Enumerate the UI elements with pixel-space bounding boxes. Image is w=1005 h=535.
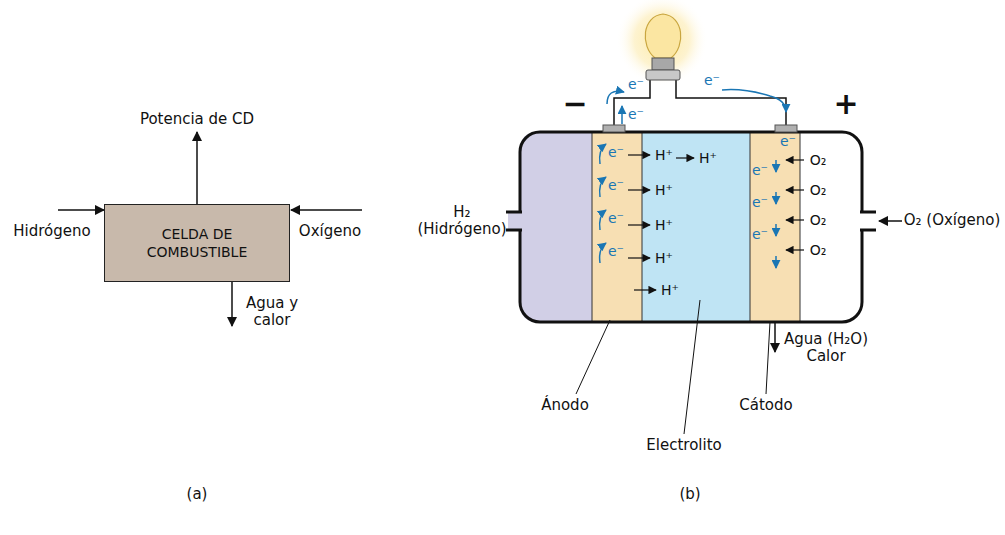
part-label: Oxígeno [299, 223, 361, 240]
electron-arrow [775, 192, 777, 204]
particle-label: e⁻ [608, 177, 624, 193]
fuel-cell-body [506, 125, 876, 322]
light-bulb [645, 14, 681, 80]
part-label: Agua (H₂O) Calor [778, 331, 874, 366]
oxygen-arrow [786, 219, 804, 220]
particle-label: O₂ [810, 212, 827, 228]
part-label: (a) [187, 486, 208, 503]
particle-label: H⁺ [699, 150, 717, 166]
particle-label: H⁺ [655, 147, 673, 163]
part-label: (b) [679, 486, 700, 503]
particle-label: O₂ [810, 242, 827, 258]
electron-flow-arrows [607, 90, 786, 124]
part-label: Potencia de CD [140, 111, 254, 128]
part-label: Ánodo [541, 397, 589, 414]
particle-label: e⁻ [780, 133, 796, 149]
particle-label: O₂ [810, 182, 827, 198]
proton-arrow [628, 257, 650, 258]
oxygen-arrow [786, 249, 804, 250]
electron-arrow [775, 224, 777, 236]
process-box: CELDA DE COMBUSTIBLE [104, 204, 290, 282]
part-label: + [833, 87, 858, 122]
particle-label: e⁻ [608, 210, 624, 226]
block-arrows [58, 132, 362, 326]
particle-label: e⁻ [608, 243, 624, 259]
electron-arrow [600, 243, 606, 263]
part-label: Electrolito [646, 437, 721, 454]
electron-arrow [775, 160, 777, 172]
particle-label: e⁻ [752, 162, 768, 178]
box-label: CELDA DE COMBUSTIBLE [122, 225, 272, 261]
particle-label: e⁻ [752, 226, 768, 242]
part-label: Agua y calor [239, 295, 305, 330]
particle-label: H⁺ [655, 217, 673, 233]
electron-arrow [775, 256, 777, 268]
bulb-glow [616, 0, 708, 86]
particle-label: e⁻ [628, 76, 644, 92]
particle-label: H⁺ [655, 250, 673, 266]
particle-label: H⁺ [655, 182, 673, 198]
oxygen-arrow [786, 159, 804, 160]
part-label: Cátodo [739, 397, 792, 414]
particle-label: e⁻ [752, 194, 768, 210]
electron-arrow [600, 177, 606, 197]
particle-label: e⁻ [608, 144, 624, 160]
part-label: Hidrógeno [13, 223, 90, 240]
proton-arrow [676, 157, 694, 158]
particle-label: e⁻ [628, 106, 644, 122]
proton-arrow [628, 154, 650, 155]
proton-arrow [628, 224, 650, 225]
proton-arrow [634, 289, 656, 290]
particle-label: H⁺ [661, 282, 679, 298]
part-label: − [562, 87, 587, 122]
particle-label: e⁻ [704, 72, 720, 88]
electron-arrow [600, 210, 606, 230]
part-label: O₂ (Oxígeno) [904, 212, 1001, 229]
electron-arrow [600, 144, 606, 164]
oxygen-arrow [786, 189, 804, 190]
proton-arrow [628, 189, 650, 190]
part-label: H₂ (Hidrógeno) [416, 204, 508, 239]
particle-label: O₂ [810, 152, 827, 168]
